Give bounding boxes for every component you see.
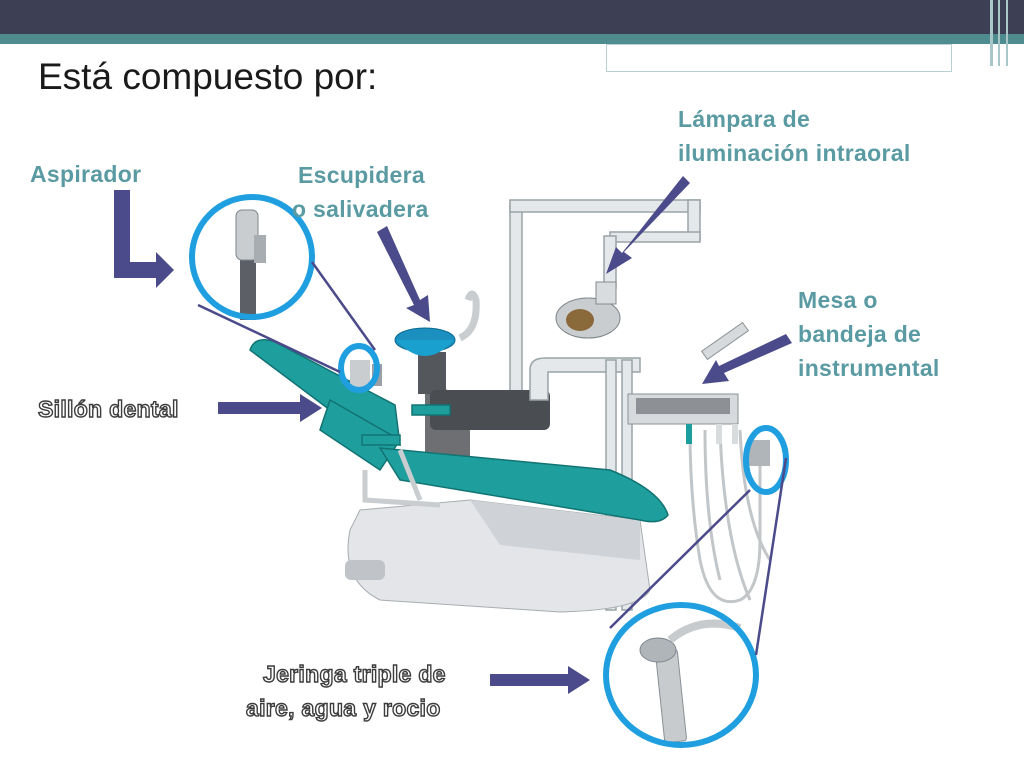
slide-title: Está compuesto por: xyxy=(38,56,378,97)
suction-tip-circle xyxy=(338,343,380,393)
header-accent-bar xyxy=(0,34,1024,44)
chair-frame xyxy=(362,449,441,508)
pointer-arrows xyxy=(114,176,792,694)
label-sillon: Sillón dental xyxy=(37,395,179,422)
label-escupidera-line2: o salivadera xyxy=(292,196,429,222)
header-deco-line xyxy=(1006,0,1008,66)
header-deco-box xyxy=(606,44,952,72)
lampara-arrow xyxy=(606,176,690,274)
highlight-circles xyxy=(189,194,789,748)
aspirador-arrow xyxy=(114,190,174,288)
label-lampara-line1: Lámpara de xyxy=(678,106,811,132)
label-jeringa-line1: Jeringa triple de xyxy=(262,660,446,687)
header-deco-line xyxy=(990,0,993,66)
label-mesa-line2: bandeja de xyxy=(798,321,922,347)
lamp-head xyxy=(555,281,621,339)
jeringa-arrow xyxy=(490,666,590,694)
label-escupidera-line1: Escupidera xyxy=(298,162,425,188)
sillon-arrow xyxy=(218,394,322,422)
header-bar xyxy=(0,0,1024,34)
connector-lines xyxy=(197,261,788,656)
aspirador-circle xyxy=(189,194,315,320)
mesa-arrow xyxy=(702,334,792,384)
instrument-tray xyxy=(627,321,772,603)
label-lampara-line2: iluminación intraoral xyxy=(678,140,911,166)
chair-base xyxy=(345,499,651,613)
label-mesa-line3: instrumental xyxy=(798,355,940,381)
chair-upholstery xyxy=(249,339,669,523)
escupidera-arrow xyxy=(377,226,430,322)
label-aspirador: Aspirador xyxy=(30,161,142,187)
label-jeringa-line2: aire, agua y rocio xyxy=(245,694,441,721)
spittoon-unit xyxy=(394,290,550,470)
header-deco-line xyxy=(998,0,1000,66)
suction-holder xyxy=(235,209,382,388)
syringe-zoom-circle xyxy=(603,602,759,748)
label-mesa-line1: Mesa o xyxy=(798,287,878,313)
lamp-arm xyxy=(509,199,701,415)
